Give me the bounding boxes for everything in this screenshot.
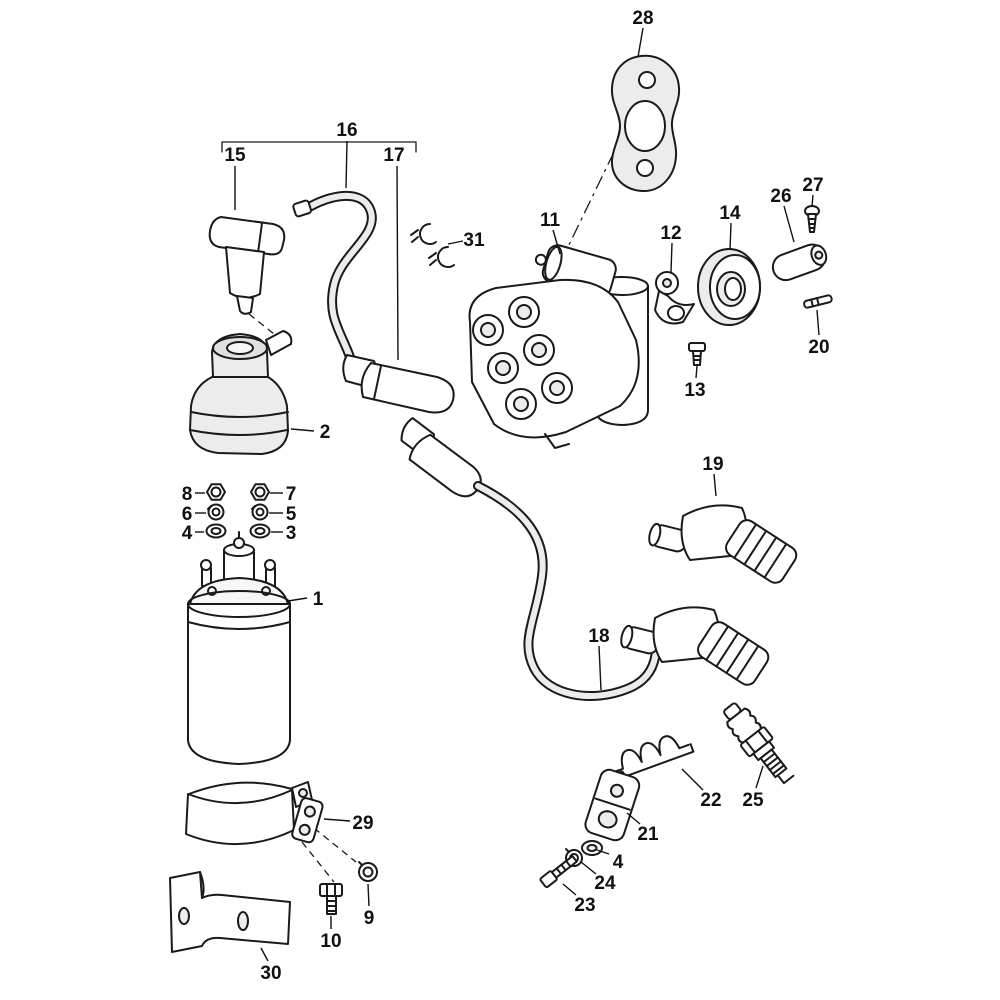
leader-line-18-21 (598, 645, 602, 691)
callout-2-12: 2 (320, 422, 331, 443)
distributor-towers (472, 296, 573, 420)
leader-line-20-10 (816, 309, 820, 336)
part-mounting-bracket-30 (169, 871, 291, 953)
callout-29-28: 29 (352, 813, 373, 834)
part-pin-20 (803, 294, 833, 309)
part-connector-boot-17 (342, 354, 455, 414)
callout-20-10: 20 (808, 337, 829, 358)
callout-31-4: 31 (463, 230, 485, 251)
part-flat-washer-3 (249, 523, 271, 539)
callout-26-8: 26 (770, 186, 791, 207)
part-cable-retainer-22 (614, 735, 695, 781)
leader-line-13-11 (695, 365, 698, 379)
callout-16-2: 16 (336, 120, 357, 141)
part-rubber-boot-2 (189, 330, 293, 455)
callout-23-27: 23 (574, 895, 595, 916)
part-hex-nut-7 (250, 483, 270, 501)
part-connector-sleeve-26 (771, 243, 828, 282)
part-ignition-cable-16 (292, 190, 377, 362)
callout-5-16: 5 (286, 504, 297, 525)
leader-line-25-23 (755, 765, 764, 789)
part-lock-washer-6 (207, 503, 225, 521)
part-gasket-28 (610, 54, 681, 193)
leader-line-11-5 (552, 229, 561, 255)
part-bolt-10 (319, 883, 343, 915)
leader-line-26-8 (783, 205, 795, 243)
callout-8-13: 8 (182, 484, 193, 505)
guide-line-clamp-bolt (301, 841, 335, 883)
callout-17-3: 17 (383, 145, 404, 166)
leader-line-31-4 (447, 240, 464, 245)
leader-line-9-29 (367, 883, 370, 907)
part-lever-12 (654, 271, 695, 325)
leader-line-17-3 (396, 165, 399, 361)
callout-4-17: 4 (182, 523, 193, 544)
callout-12-6: 12 (660, 223, 681, 244)
callout-24-26: 24 (594, 873, 616, 894)
callout-19-20: 19 (702, 454, 723, 475)
part-connector-boot-18 (400, 417, 482, 498)
leader-line-2-12 (290, 428, 315, 432)
callout-21-24: 21 (637, 824, 659, 845)
leader-line-23-27 (562, 883, 577, 896)
part-round-cover-14 (697, 248, 761, 326)
part-flat-washer-4b (581, 840, 603, 856)
part-spark-plug-25 (723, 702, 795, 785)
callout-14-7: 14 (719, 203, 741, 224)
part-hex-nut-8 (206, 483, 226, 501)
leader-line-22-22 (681, 768, 704, 791)
callout-4-25: 4 (613, 852, 624, 873)
part-spark-plug-connector-15 (208, 216, 286, 315)
leader-line-19-20 (713, 473, 717, 497)
callout-10-30: 10 (320, 931, 341, 952)
callout-22-22: 22 (700, 790, 721, 811)
leader-line-4-25 (596, 849, 610, 855)
part-plug-connector-19a (648, 504, 798, 584)
callout-3-18: 3 (286, 523, 297, 544)
leader-line-24-26 (580, 861, 597, 875)
callout-15-1: 15 (224, 145, 246, 166)
callout-28-0: 28 (632, 8, 653, 29)
callout-27-9: 27 (802, 175, 823, 196)
part-screw-27 (804, 205, 820, 233)
part-ignition-coil-1 (187, 531, 291, 765)
part-distributor-11 (468, 244, 649, 449)
bracket-15-16-17 (221, 141, 417, 153)
leader-line-29-28 (323, 818, 351, 822)
part-plug-connector-19b (620, 606, 770, 686)
part-ignition-cable-18 (473, 481, 661, 701)
callout-9-29: 9 (364, 908, 375, 929)
leader-line-12-6 (670, 242, 673, 273)
guide-line-clamp-washer (313, 827, 357, 863)
part-bracket-21 (584, 768, 641, 842)
part-screw-23 (539, 855, 578, 888)
leader-line-16-2 (345, 140, 348, 189)
part-lock-washer-9 (358, 861, 378, 882)
callout-18-21: 18 (588, 626, 609, 647)
callout-30-31: 30 (260, 963, 281, 984)
callout-11-5: 11 (540, 210, 561, 231)
part-cable-clips-31 (410, 223, 455, 268)
callout-1-19: 1 (313, 589, 324, 610)
leader-line-30-31 (260, 947, 269, 962)
callout-25-23: 25 (742, 790, 764, 811)
leader-line-27-9 (811, 194, 814, 207)
callout-13-11: 13 (684, 380, 705, 401)
leader-line-28-0 (637, 27, 644, 58)
part-flat-washer-4a (205, 523, 227, 539)
callout-7-14: 7 (286, 484, 297, 505)
leader-line-21-24 (626, 812, 641, 825)
part-screw-13 (688, 342, 706, 366)
leader-line-1-19 (287, 597, 308, 602)
callout-6-15: 6 (182, 504, 193, 525)
part-lock-washer-5 (251, 503, 269, 521)
part-clamp-29 (185, 781, 324, 846)
leader-line-14-7 (729, 222, 732, 251)
